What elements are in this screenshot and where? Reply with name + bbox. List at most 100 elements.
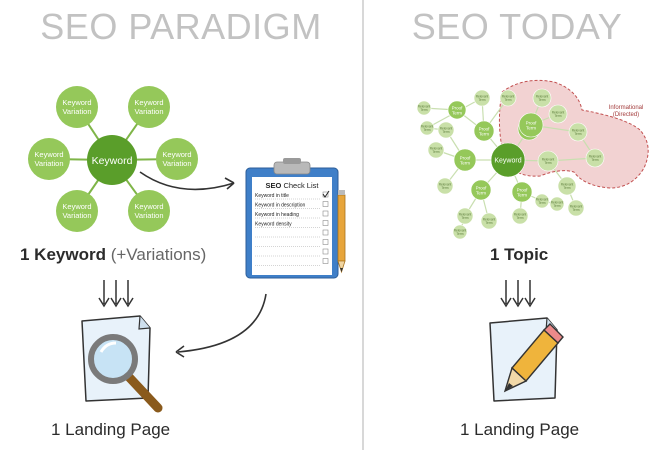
svg-text:Term: Term bbox=[441, 186, 448, 190]
checkbox-icon bbox=[322, 201, 329, 207]
down-arrows-icon bbox=[98, 280, 134, 308]
svg-text:Term: Term bbox=[553, 204, 560, 208]
svg-text:Proof: Proof bbox=[526, 121, 538, 126]
keyword-center-node: Keyword bbox=[87, 135, 137, 185]
checklist-item-text: Keyword in heading bbox=[255, 212, 299, 218]
topic-cluster-diagram: Informational (Directed) KeywordProofTer… bbox=[416, 79, 649, 402]
arrow-to-checklist bbox=[139, 171, 235, 191]
checklist-row bbox=[255, 258, 329, 266]
svg-text:Term: Term bbox=[574, 132, 581, 136]
svg-text:Variation: Variation bbox=[62, 107, 91, 116]
svg-text:Term: Term bbox=[517, 193, 527, 198]
svg-text:Keyword: Keyword bbox=[494, 158, 521, 165]
seo-paradigm-title: SEO PARADIGM bbox=[40, 6, 322, 47]
keyword-caption: 1 Keyword (+Variations) bbox=[20, 245, 207, 264]
keyword-variation-node: Keyword Variation bbox=[56, 190, 98, 232]
svg-text:Term: Term bbox=[538, 201, 545, 205]
svg-text:Term: Term bbox=[526, 126, 536, 131]
svg-text:Term: Term bbox=[476, 191, 486, 196]
checkbox-icon bbox=[322, 229, 329, 236]
keyword-variation-node: Keyword Variation bbox=[128, 190, 170, 232]
svg-text:Relevant: Relevant bbox=[589, 155, 602, 159]
svg-text:Variation: Variation bbox=[162, 159, 191, 168]
topic-caption: 1 Topic bbox=[490, 245, 549, 264]
seo-paradigm-panel: SEO PARADIGM Keyword Variation Keyword V… bbox=[20, 6, 346, 439]
checklist-row bbox=[255, 239, 329, 247]
svg-text:Relevant: Relevant bbox=[454, 229, 467, 233]
svg-text:Term: Term bbox=[452, 111, 462, 116]
svg-text:Relevant: Relevant bbox=[502, 95, 515, 99]
svg-text:Relevant: Relevant bbox=[561, 183, 574, 187]
checklist-item-text: Keyword density bbox=[255, 222, 292, 228]
informational-sublabel: (Directed) bbox=[613, 112, 639, 118]
svg-text:Term: Term bbox=[544, 161, 551, 165]
svg-text:SEO Check List: SEO Check List bbox=[266, 181, 320, 190]
svg-text:Keyword: Keyword bbox=[62, 202, 91, 211]
svg-text:Proof: Proof bbox=[476, 186, 488, 191]
svg-text:Term: Term bbox=[563, 186, 570, 190]
svg-text:Relevant: Relevant bbox=[430, 147, 443, 151]
svg-text:Term: Term bbox=[485, 221, 492, 225]
svg-text:Term: Term bbox=[423, 128, 430, 132]
svg-text:Variation: Variation bbox=[134, 107, 163, 116]
svg-text:Relevant: Relevant bbox=[476, 95, 489, 99]
svg-text:Term: Term bbox=[461, 216, 468, 220]
svg-text:Term: Term bbox=[442, 130, 449, 134]
svg-text:Variation: Variation bbox=[62, 211, 91, 220]
checklist-item-text: Keyword in description bbox=[255, 203, 306, 209]
svg-text:Relevant: Relevant bbox=[572, 129, 585, 133]
keyword-variation-node: Keyword Variation bbox=[28, 138, 70, 180]
svg-text:Keyword: Keyword bbox=[134, 98, 163, 107]
svg-text:Keyword: Keyword bbox=[62, 98, 91, 107]
svg-text:Proof: Proof bbox=[452, 106, 464, 111]
checkbox-icon bbox=[322, 210, 329, 217]
svg-text:Term: Term bbox=[516, 216, 523, 220]
svg-text:Relevant: Relevant bbox=[439, 183, 452, 187]
seo-today-title: SEO TODAY bbox=[411, 6, 623, 47]
svg-text:Variation: Variation bbox=[134, 211, 163, 220]
magnifier-icon bbox=[88, 334, 163, 413]
arrow-to-landing-page bbox=[175, 293, 267, 358]
checklist-row: Keyword density bbox=[255, 220, 329, 228]
svg-text:Keyword: Keyword bbox=[34, 150, 63, 159]
svg-text:Relevant: Relevant bbox=[459, 213, 472, 217]
svg-text:Relevant: Relevant bbox=[570, 205, 583, 209]
svg-text:Proof: Proof bbox=[479, 127, 491, 132]
svg-text:Term: Term bbox=[479, 132, 489, 137]
checklist-row bbox=[255, 248, 329, 257]
svg-text:Term: Term bbox=[460, 161, 470, 166]
landing-page-caption: 1 Landing Page bbox=[51, 420, 171, 439]
checkbox-icon bbox=[322, 239, 329, 245]
checkmark-icon bbox=[322, 190, 330, 198]
checkbox-icon bbox=[322, 220, 329, 226]
svg-text:Relevant: Relevant bbox=[440, 127, 453, 131]
landing-page-caption: 1 Landing Page bbox=[460, 420, 580, 439]
svg-text:Keyword: Keyword bbox=[162, 150, 191, 159]
checklist-row: Keyword in title bbox=[255, 190, 330, 200]
checkbox-icon bbox=[322, 248, 329, 255]
pencil-icon bbox=[337, 190, 346, 274]
svg-text:Proof: Proof bbox=[460, 156, 472, 161]
svg-text:Term: Term bbox=[538, 98, 545, 102]
keyword-center-node: Keyword bbox=[490, 142, 526, 178]
svg-text:Term: Term bbox=[420, 108, 427, 112]
informational-label: Informational bbox=[609, 105, 644, 111]
